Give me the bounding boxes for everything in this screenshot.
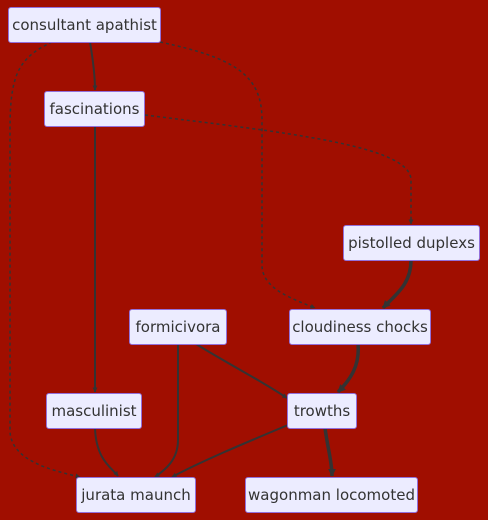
node-fascinations[interactable]: fascinations <box>44 91 145 127</box>
node-cloudiness-chocks[interactable]: cloudiness chocks <box>289 309 431 345</box>
node-consultant-apathist[interactable]: consultant apathist <box>8 7 161 43</box>
edge-trowths-to-jurata-maunch <box>171 424 289 478</box>
edge-masculinist-to-jurata-maunch <box>94 427 119 477</box>
node-formicivora[interactable]: formicivora <box>129 309 227 345</box>
edge-consultant-apathist-to-cloudiness-chocks <box>159 41 316 309</box>
node-trowths[interactable]: trowths <box>287 393 357 429</box>
edge-consultant-apathist-to-jurata-maunch <box>9 41 81 479</box>
node-pistolled-duplexs[interactable]: pistolled duplexs <box>343 225 480 261</box>
edge-trowths-to-wagonman-locomoted <box>323 427 336 477</box>
edge-cloudiness-chocks-to-trowths <box>336 343 360 394</box>
edge-formicivora-to-trowths <box>195 343 288 399</box>
node-wagonman-locomoted[interactable]: wagonman locomoted <box>245 477 418 513</box>
node-masculinist[interactable]: masculinist <box>46 393 142 429</box>
edge-pistolled-duplexs-to-cloudiness-chocks <box>381 259 413 310</box>
edge-consultant-apathist-to-fascinations <box>89 41 98 91</box>
edge-fascinations-to-pistolled-duplexs <box>144 114 414 225</box>
node-jurata-maunch[interactable]: jurata maunch <box>76 477 196 513</box>
edge-formicivora-to-jurata-maunch <box>154 344 179 478</box>
